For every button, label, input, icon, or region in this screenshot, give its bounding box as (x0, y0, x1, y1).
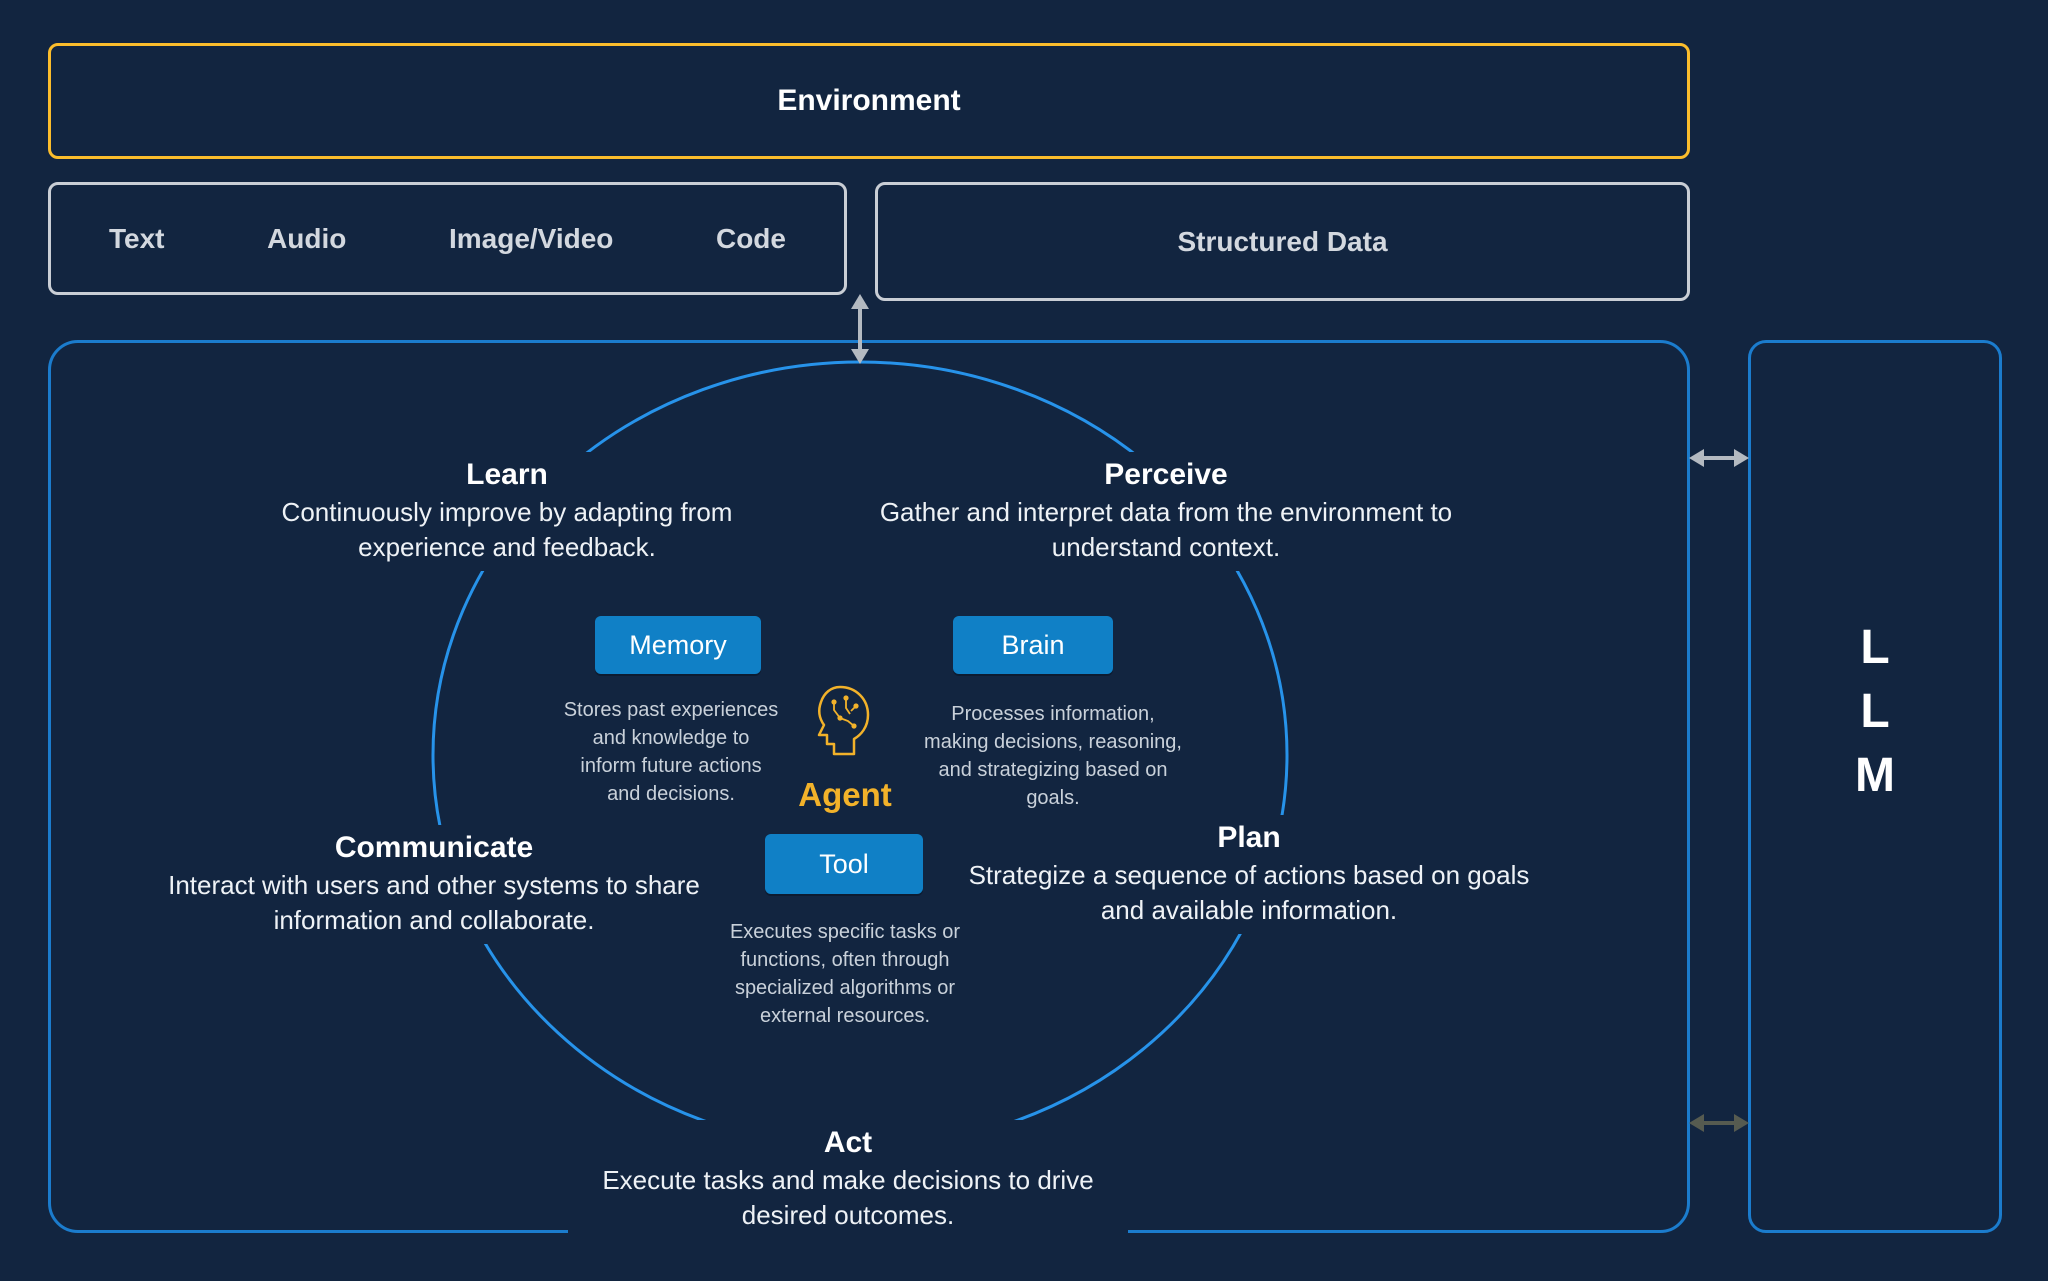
environment-box: Environment (48, 43, 1690, 159)
llm-box: L L M (1748, 340, 2002, 1233)
capability-act: Act Execute tasks and make decisions to … (568, 1120, 1128, 1239)
memory-description: Stores past experiences and knowledge to… (563, 699, 779, 805)
capability-communicate: Communicate Interact with users and othe… (134, 825, 734, 944)
brain-label: Brain (1001, 629, 1065, 660)
capability-title: Act (823, 1126, 873, 1159)
input-modalities-box: Text Audio Image/Video Code (48, 182, 847, 295)
agent-label: Agent (798, 776, 892, 813)
capability-title: Plan (1217, 821, 1281, 854)
tool-label: Tool (819, 848, 869, 879)
up-down-arrow-icon (851, 294, 869, 364)
capability-desc-line: Execute tasks and make decisions to driv… (602, 1165, 1094, 1195)
environment-label: Environment (777, 84, 961, 117)
capability-title: Learn (466, 458, 548, 491)
input-item-code: Code (715, 222, 786, 254)
brain-description: Processes information, making decisions,… (924, 703, 1182, 809)
memory-button: Memory (595, 616, 761, 674)
structured-data-box: Structured Data (875, 182, 1690, 301)
llm-letter: M (1855, 748, 1895, 802)
memory-label: Memory (629, 629, 727, 660)
left-right-arrow-icon-bottom (1689, 1114, 1749, 1132)
capability-learn: Learn Continuously improve by adapting f… (257, 452, 757, 571)
left-right-arrow-icon-top (1689, 449, 1749, 467)
capability-desc-line: understand context. (1051, 532, 1281, 562)
capability-desc-line: Gather and interpret data from the envir… (879, 497, 1453, 527)
capability-desc-line: Continuously improve by adapting from (281, 497, 733, 527)
brain-button: Brain (953, 616, 1113, 674)
capability-plan: Plan Strategize a sequence of actions ba… (939, 815, 1559, 934)
structured-data-label: Structured Data (1177, 225, 1388, 257)
capability-desc-line: experience and feedback. (358, 532, 656, 562)
capability-perceive: Perceive Gather and interpret data from … (846, 452, 1486, 571)
capability-desc-line: Interact with users and other systems to… (168, 870, 700, 900)
capability-desc-line: and available information. (1100, 895, 1398, 925)
capability-desc-line: Strategize a sequence of actions based o… (968, 860, 1530, 890)
tool-description: Executes specific tasks or functions, of… (729, 921, 961, 1027)
capability-title: Perceive (1104, 458, 1228, 491)
agent-head-circuit-icon (817, 685, 870, 756)
capability-title: Communicate (334, 831, 534, 864)
llm-letter: L (1860, 620, 1890, 674)
tool-button: Tool (765, 834, 923, 894)
input-item-text: Text (109, 222, 165, 254)
capability-desc-line: information and collaborate. (273, 905, 595, 935)
llm-letter: L (1860, 684, 1890, 738)
input-item-audio: Audio (267, 222, 347, 254)
input-item-image-video: Image/Video (448, 222, 614, 254)
capability-desc-line: desired outcomes. (741, 1200, 955, 1230)
